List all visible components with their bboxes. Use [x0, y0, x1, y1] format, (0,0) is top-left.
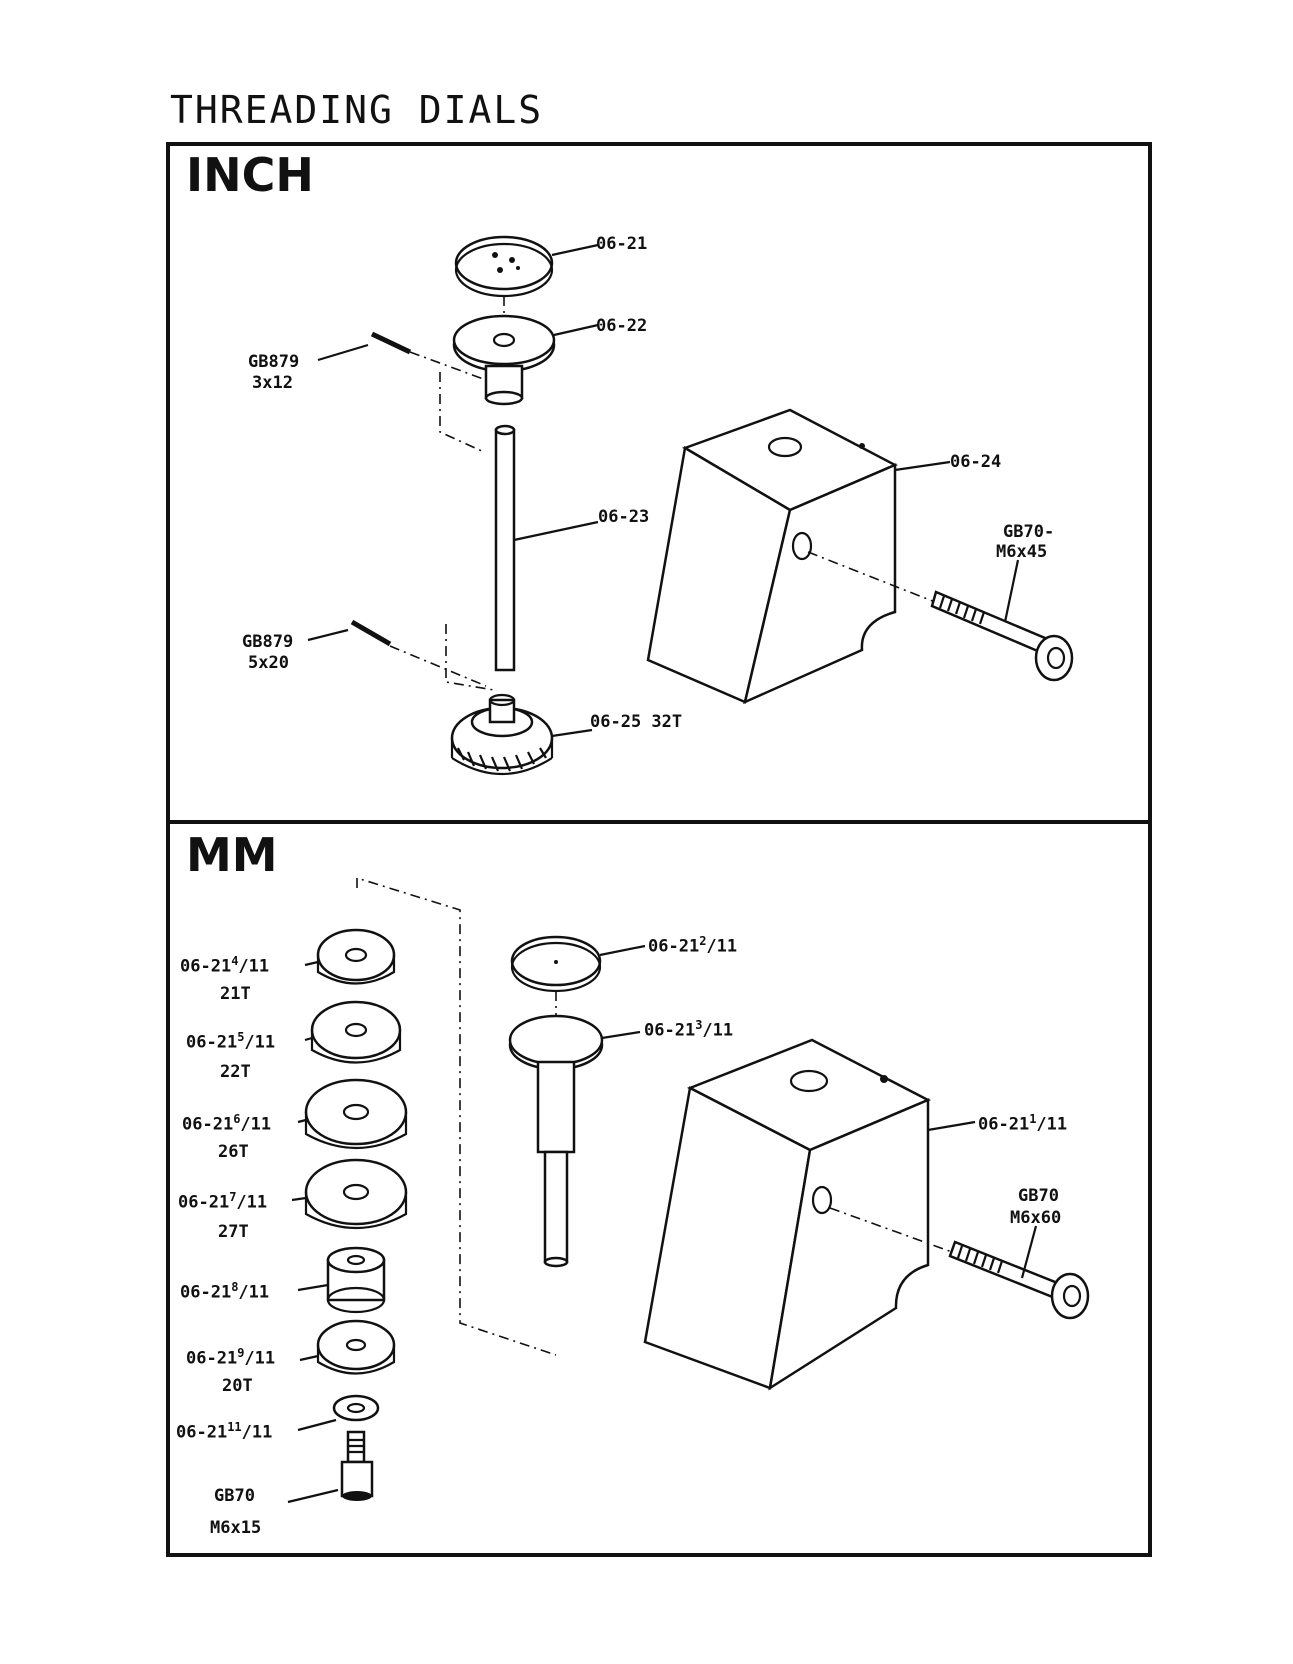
label-20t: 20T	[222, 1376, 253, 1396]
gear-06-25	[450, 693, 554, 775]
label-06-21-11: 06-2111/11	[176, 1420, 273, 1443]
label-m6x15: M6x15	[210, 1518, 262, 1538]
label-06-21-3: 06-213/11	[644, 1018, 734, 1041]
label-06-21-2: 06-212/11	[648, 934, 738, 957]
label-22t: 22T	[220, 1062, 251, 1082]
mm-heading: MM	[186, 828, 278, 882]
label-06-21-5: 06-215/11	[186, 1030, 276, 1053]
label-06-23: 06-23	[598, 507, 650, 527]
label-gb879-bottom: GB879	[242, 632, 294, 652]
label-06-22: 06-22	[596, 316, 648, 336]
gear-06-21-7	[304, 1158, 408, 1229]
spacer-06-21-8	[326, 1246, 386, 1314]
label-m6x60: M6x60	[1010, 1208, 1062, 1228]
label-27t: 27T	[218, 1222, 249, 1242]
label-06-21-9: 06-219/11	[186, 1346, 276, 1369]
label-gb879-top: GB879	[248, 352, 300, 372]
label-3x12: 3x12	[252, 373, 293, 393]
label-06-21-1: 06-211/11	[978, 1112, 1068, 1135]
label-06-25: 06-25 32T	[590, 712, 683, 732]
dial-shaft-06-21-3	[508, 1014, 604, 1268]
label-m6x45: M6x45	[996, 542, 1048, 562]
cap-screw-m6x15	[340, 1430, 374, 1501]
dial-disc-06-21	[454, 235, 554, 298]
cap-screw-m6x60	[948, 1240, 1090, 1320]
gear-06-21-9	[316, 1319, 396, 1375]
cap-screw-m6x45	[930, 590, 1074, 682]
shaft-06-23	[494, 424, 516, 672]
label-gb70-mm: GB70	[1018, 1186, 1059, 1206]
inch-heading: INCH	[186, 148, 314, 202]
label-06-24: 06-24	[950, 452, 1002, 472]
washer-06-21-11	[332, 1394, 380, 1422]
gear-06-21-4	[316, 928, 396, 985]
label-06-21-8: 06-218/11	[180, 1280, 270, 1303]
gear-06-21-5	[310, 1000, 402, 1064]
label-06-21: 06-21	[596, 234, 648, 254]
label-5x20: 5x20	[248, 653, 289, 673]
label-gb70-small: GB70	[214, 1486, 255, 1506]
gear-06-21-6	[304, 1078, 408, 1149]
label-21t: 21T	[220, 984, 251, 1004]
label-06-21-4: 06-214/11	[180, 954, 270, 977]
bracket-body-06-21-1	[643, 1038, 931, 1391]
label-06-21-6: 06-216/11	[182, 1112, 272, 1135]
label-26t: 26T	[218, 1142, 249, 1162]
dial-hub-06-22	[452, 314, 556, 406]
section-divider	[166, 820, 1152, 824]
dial-disc-06-21-2	[510, 935, 602, 993]
label-06-21-7: 06-217/11	[178, 1190, 268, 1213]
diagram-frame	[166, 142, 1152, 1557]
bracket-body-06-24	[646, 408, 898, 705]
page-title: THREADING DIALS	[170, 88, 544, 132]
label-gb70-inch: GB70-	[1003, 522, 1055, 542]
